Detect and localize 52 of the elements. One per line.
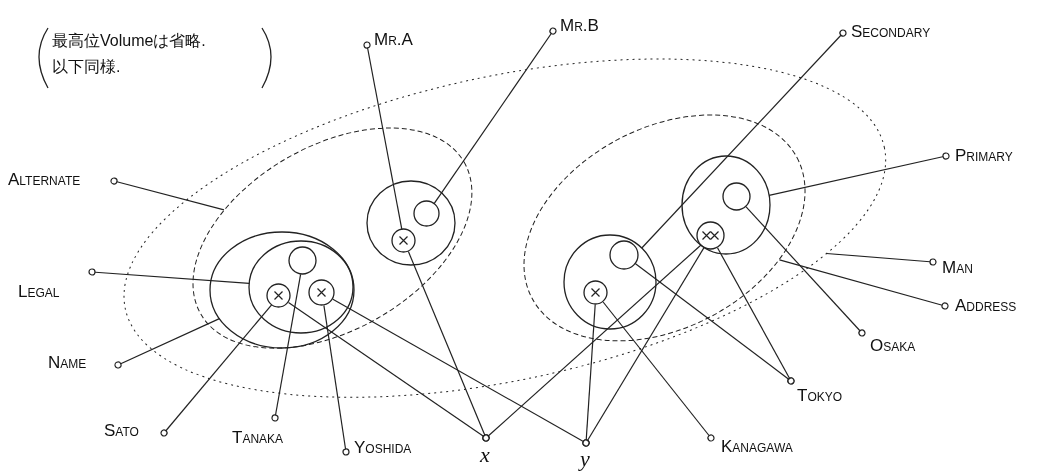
- leader-line: [482, 244, 702, 442]
- crossed-circle: [308, 279, 336, 307]
- ellipse: [681, 155, 771, 255]
- leader-line: [825, 252, 937, 266]
- note-text: 以下同様.: [52, 57, 121, 77]
- circle: [609, 240, 639, 270]
- term-label: Tanaka: [232, 428, 284, 448]
- circle: [413, 200, 441, 228]
- leader-line: [110, 177, 225, 211]
- crossed-circle: [391, 228, 417, 254]
- variable-label: x: [480, 445, 490, 465]
- leader-line: [778, 259, 949, 310]
- leader-line: [323, 304, 350, 456]
- ellipse: [209, 230, 355, 349]
- leader-line: [88, 268, 250, 284]
- leader-line: [602, 301, 715, 442]
- leader-line: [641, 29, 847, 249]
- crossed-circle: [266, 283, 292, 309]
- circle: [288, 246, 318, 276]
- term-label: Legal: [18, 282, 60, 302]
- leader-line: [160, 304, 273, 437]
- term-label: Man: [942, 258, 973, 278]
- circle: [722, 182, 752, 212]
- crossed-circle: [583, 280, 609, 306]
- leader-line: [114, 318, 220, 369]
- note-text: 最高位Volumeは省略.: [52, 31, 206, 51]
- leader-line: [271, 273, 302, 422]
- ellipse: [366, 179, 456, 266]
- term-label: Name: [48, 353, 87, 373]
- leader-line: [768, 152, 950, 196]
- variable-label: y: [580, 449, 590, 469]
- ellipse: [523, 114, 807, 342]
- ellipse: [563, 234, 657, 330]
- term-label: Yoshida: [354, 438, 412, 458]
- leader-line: [363, 41, 403, 231]
- term-label: Alternate: [8, 170, 81, 190]
- term-label: Tokyo: [797, 386, 843, 406]
- term-label: Address: [955, 296, 1017, 316]
- leader-line: [745, 206, 866, 337]
- term-label: Sato: [104, 421, 139, 441]
- leader-line: [582, 247, 705, 447]
- ellipse: [191, 126, 473, 350]
- crossed-circle: [696, 221, 726, 251]
- term-label: Mr.A: [374, 30, 413, 50]
- leader-line: [433, 27, 557, 205]
- term-label: Kanagawa: [721, 437, 793, 457]
- leader-line: [716, 247, 795, 385]
- ellipse: [248, 239, 354, 334]
- term-label: Osaka: [870, 336, 916, 356]
- term-label: Mr.B: [560, 16, 599, 36]
- term-label: Primary: [955, 146, 1013, 166]
- term-label: Secondary: [851, 22, 931, 42]
